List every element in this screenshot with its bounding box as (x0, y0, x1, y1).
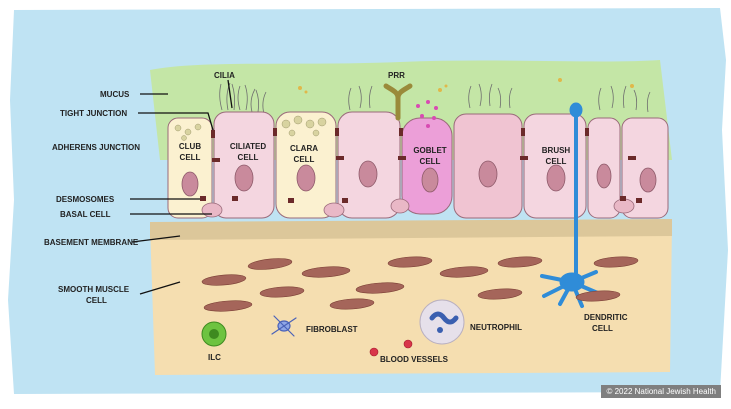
label-goblet-cell-line1: GOBLET (413, 146, 446, 155)
label-clara-cell-line2: CELL (294, 155, 315, 164)
label-neutrophil: NEUTROPHIL (470, 323, 522, 332)
label-basement-membrane: BASEMENT MEMBRANE (44, 238, 139, 247)
ilc-cell (202, 322, 226, 346)
label-smooth-muscle-line2: CELL (86, 296, 107, 305)
neutrophil-cell (420, 300, 464, 344)
label-tight-junction: TIGHT JUNCTION (60, 109, 127, 118)
label-ilc: ILC (208, 353, 221, 362)
label-mucus: MUCUS (100, 90, 130, 99)
label-clara-cell-line1: CLARA (290, 144, 318, 153)
label-adherens-junction: ADHERENS JUNCTION (52, 143, 140, 152)
copyright-notice: © 2022 National Jewish Health (601, 385, 721, 398)
goblet-cell-body (402, 118, 452, 214)
label-brush-cell-line1: BRUSH (542, 146, 571, 155)
label-prr: PRR (388, 71, 405, 80)
label-club-cell-line1: CLUB (179, 142, 201, 151)
label-fibroblast: FIBROBLAST (306, 325, 358, 334)
label-cilia: CILIA (214, 71, 235, 80)
label-brush-cell-line2: CELL (546, 157, 567, 166)
label-ciliated-cell-line1: CILIATED (230, 142, 267, 151)
label-club-cell-line2: CELL (180, 153, 201, 162)
label-desmosomes: DESMOSOMES (56, 195, 115, 204)
label-dendritic-line1: DENDRITIC (584, 313, 628, 322)
label-ciliated-cell-line2: CELL (238, 153, 259, 162)
label-smooth-muscle-line1: SMOOTH MUSCLE (58, 285, 130, 294)
label-basal-cell: BASAL CELL (60, 210, 111, 219)
label-blood-vessels: BLOOD VESSELS (380, 355, 449, 364)
label-goblet-cell-line2: CELL (420, 157, 441, 166)
label-dendritic-line2: CELL (592, 324, 613, 333)
